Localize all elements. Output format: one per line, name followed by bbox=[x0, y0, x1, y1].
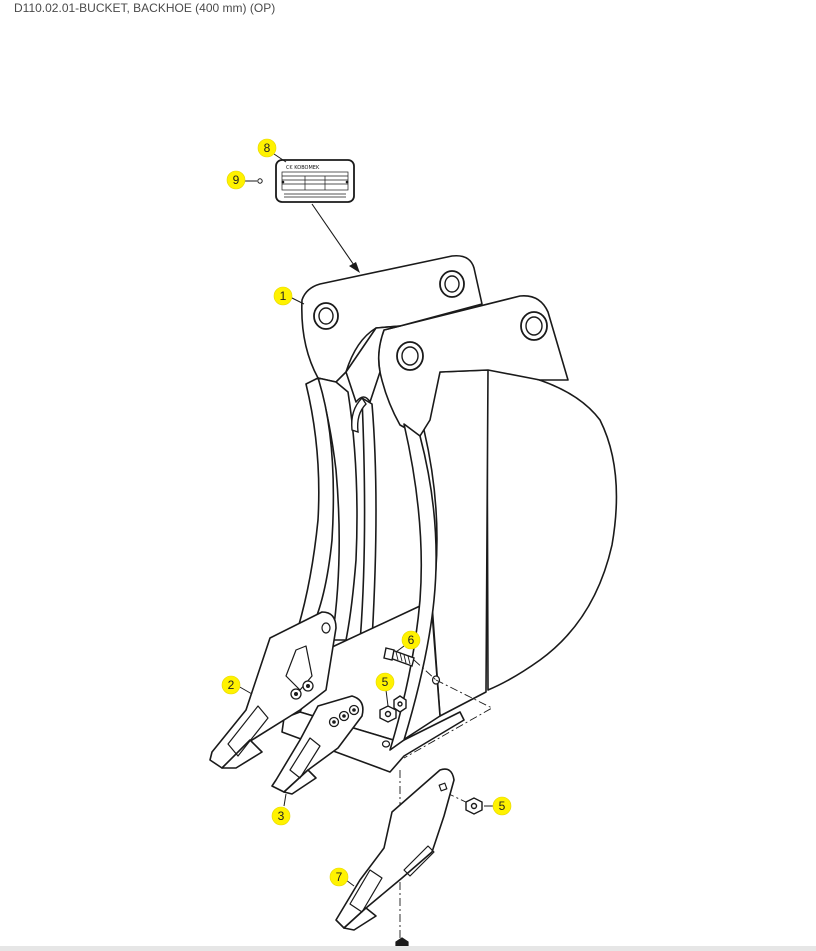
leader-1 bbox=[289, 296, 305, 305]
bucket-right-rib bbox=[389, 423, 437, 751]
callout-2: 2 bbox=[221, 675, 241, 695]
nut-upper bbox=[379, 705, 397, 723]
bucket-left-wall bbox=[317, 377, 358, 641]
bottom-rule bbox=[0, 946, 816, 951]
leader-8 bbox=[273, 153, 287, 163]
alignment-line-upper bbox=[403, 679, 493, 759]
svg-text:9: 9 bbox=[233, 173, 240, 187]
callout-3: 3 bbox=[271, 806, 291, 826]
label-plate: C€ KOBOMEK bbox=[257, 159, 355, 203]
tooth-middle bbox=[271, 695, 364, 795]
svg-text:5: 5 bbox=[499, 799, 506, 813]
nut-lower bbox=[465, 797, 483, 815]
bucket-inner-wall bbox=[359, 397, 377, 643]
callout-9: 9 bbox=[226, 170, 246, 190]
svg-text:1: 1 bbox=[280, 289, 287, 303]
leader-6 bbox=[395, 645, 405, 653]
svg-text:5: 5 bbox=[382, 675, 389, 689]
callout-5b: 5 bbox=[492, 796, 512, 816]
tooth-exploded bbox=[335, 768, 455, 931]
page-title: D110.02.01-BUCKET, BACKHOE (400 mm) (OP) bbox=[14, 1, 276, 15]
svg-text:8: 8 bbox=[264, 141, 271, 155]
svg-text:7: 7 bbox=[336, 870, 343, 884]
lifting-lug bbox=[351, 396, 367, 434]
callout-8: 8 bbox=[257, 138, 277, 158]
leader-5a bbox=[385, 689, 389, 707]
tooth-left bbox=[209, 611, 337, 769]
leader-3 bbox=[283, 793, 287, 807]
rivet bbox=[257, 178, 263, 184]
bucket-web-plate bbox=[345, 325, 401, 403]
svg-text:3: 3 bbox=[278, 809, 285, 823]
floor-hole bbox=[381, 740, 391, 748]
nut-middle bbox=[393, 695, 407, 713]
leader-2 bbox=[237, 685, 253, 695]
callout-1: 1 bbox=[273, 286, 293, 306]
alignment-line-bolt bbox=[413, 659, 437, 681]
bolt bbox=[383, 647, 415, 667]
label-arrow bbox=[311, 203, 360, 273]
label-plate-brand: C€ KOBOMEK bbox=[286, 165, 320, 171]
callout-5a: 5 bbox=[375, 672, 395, 692]
svg-text:2: 2 bbox=[228, 678, 235, 692]
callout-6: 6 bbox=[401, 630, 421, 650]
svg-text:6: 6 bbox=[408, 633, 415, 647]
callout-7: 7 bbox=[329, 867, 349, 887]
bucket-rear-shell bbox=[439, 367, 618, 691]
